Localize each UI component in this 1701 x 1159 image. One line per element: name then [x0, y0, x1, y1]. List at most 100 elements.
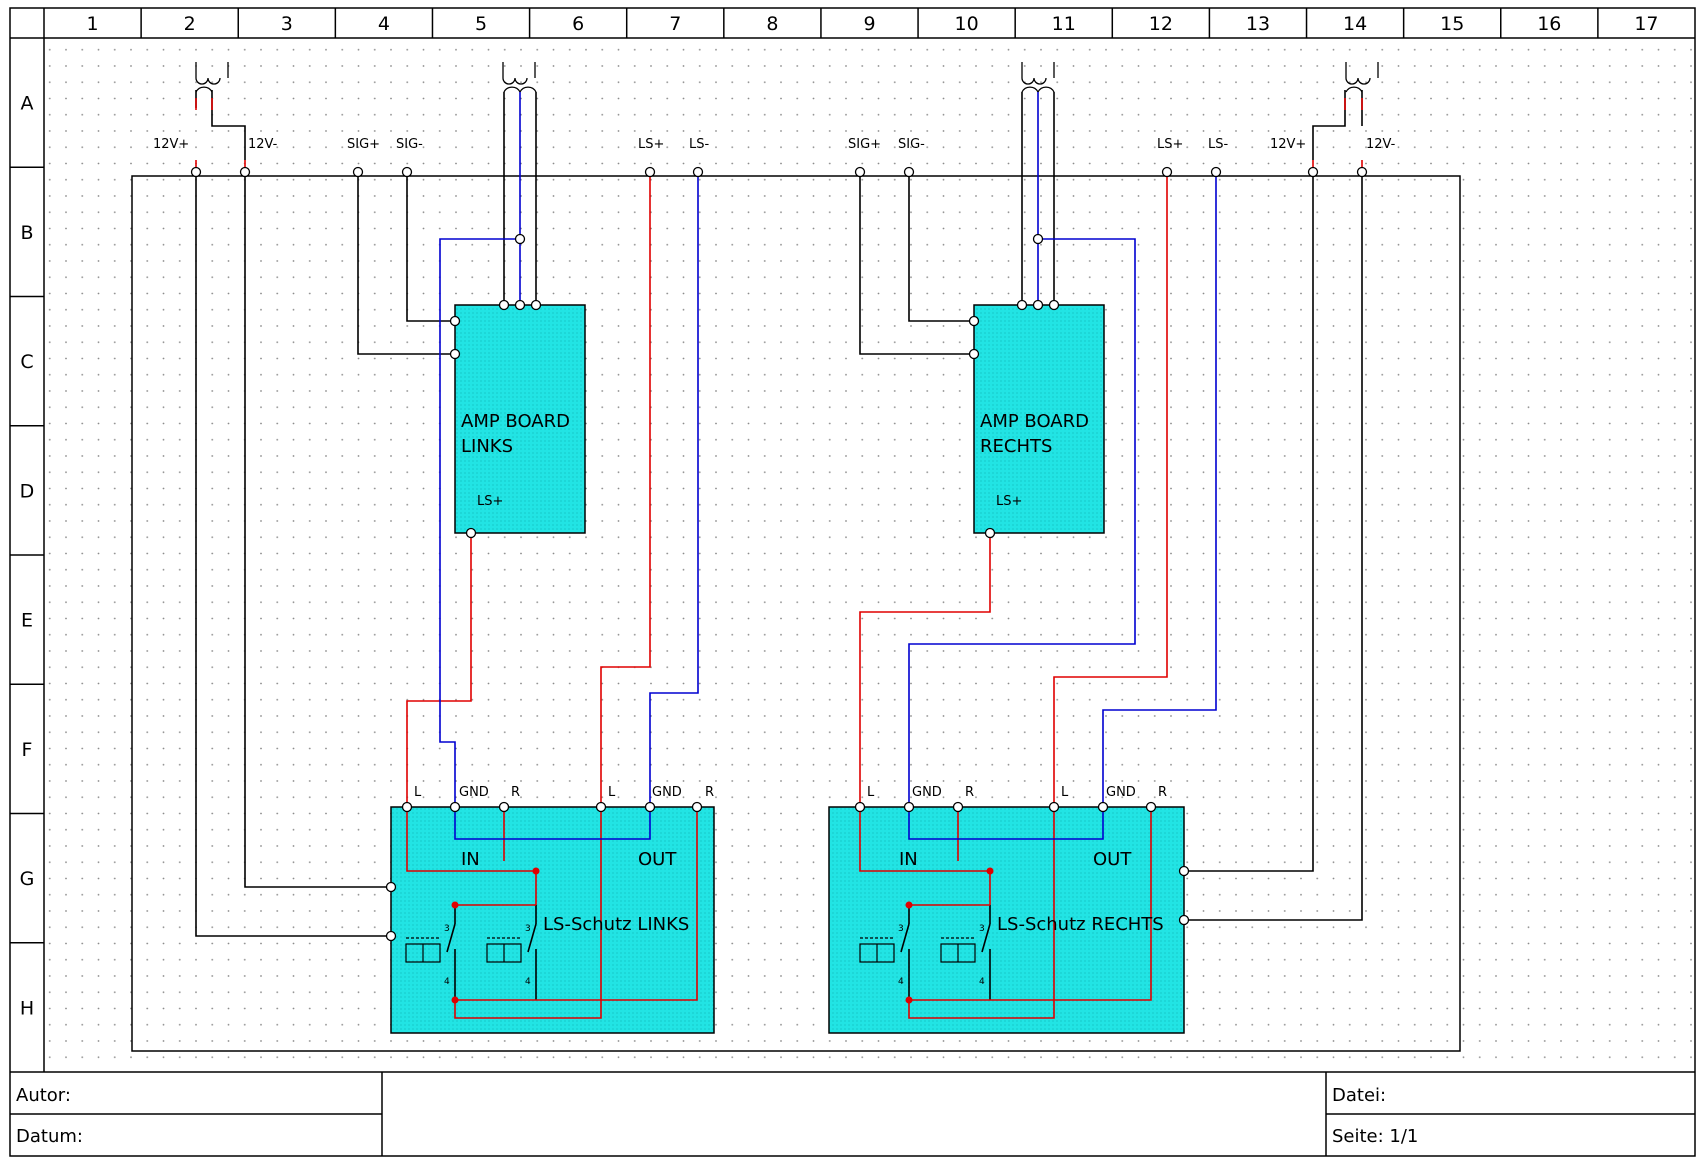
- protect-left-contact-3a: 3: [444, 924, 450, 934]
- terminal-point: [1048, 801, 1060, 813]
- terminal-point: [401, 166, 413, 178]
- terminal-point: [903, 166, 915, 178]
- terminal-point: [595, 801, 607, 813]
- column-label: 6: [572, 13, 584, 35]
- column-label: 17: [1634, 13, 1658, 35]
- row-label: D: [20, 480, 35, 502]
- terminal-point: [1178, 914, 1190, 926]
- solder-dot: [451, 996, 459, 1004]
- column-label: 12: [1149, 13, 1173, 35]
- terminal-point: [952, 801, 964, 813]
- terminal-sig-plus-right: SIG+: [848, 137, 881, 152]
- column-label: 11: [1052, 13, 1076, 35]
- terminal-12v-minus-right: 12V-: [1366, 137, 1396, 152]
- column-label: 13: [1246, 13, 1270, 35]
- terminal-ls-plus-left: LS+: [638, 137, 664, 152]
- terminal-ls-minus-right: LS-: [1208, 137, 1228, 152]
- row-label: H: [20, 997, 34, 1019]
- page-label: Seite: 1/1: [1332, 1126, 1418, 1147]
- terminal-ls-plus-right: LS+: [1157, 137, 1183, 152]
- protect-right-pin-l-in: L: [867, 785, 875, 800]
- protect-right-name: LS-Schutz RECHTS: [997, 914, 1164, 935]
- relay-coil-icon: [405, 937, 976, 963]
- speaker-protection-left: [390, 806, 715, 1034]
- protect-right-out-label: OUT: [1093, 849, 1132, 870]
- terminal-point: [854, 801, 866, 813]
- transformer-coil-icon: [195, 62, 1379, 94]
- terminal-point: [385, 930, 397, 942]
- terminal-point: [498, 299, 510, 311]
- terminal-12v-plus-left: 12V+: [153, 137, 189, 152]
- terminal-point: [692, 166, 704, 178]
- terminal-sig-minus-left: SIG-: [396, 137, 423, 152]
- solder-dot: [986, 867, 994, 875]
- protect-right-contact-3b: 3: [979, 924, 985, 934]
- protect-left-pin-l-in: L: [414, 785, 422, 800]
- terminal-point: [903, 801, 915, 813]
- terminal-12v-minus-left: 12V-: [248, 137, 278, 152]
- terminal-point: [514, 233, 526, 245]
- terminal-point: [401, 801, 413, 813]
- protect-right-pin-gnd-in: GND: [912, 785, 942, 800]
- row-label: B: [20, 222, 33, 244]
- terminal-point: [190, 166, 202, 178]
- protect-right-pin-r-out: R: [1158, 785, 1167, 800]
- solder-dot: [451, 901, 459, 909]
- terminal-point: [1161, 166, 1173, 178]
- terminal-point: [1178, 865, 1190, 877]
- terminal-sig-minus-right: SIG-: [898, 137, 925, 152]
- row-label: G: [20, 868, 35, 890]
- author-label: Autor:: [16, 1085, 71, 1106]
- column-label: 15: [1440, 13, 1464, 35]
- column-label: 4: [378, 13, 390, 35]
- row-label: F: [22, 739, 33, 761]
- protect-right-in-label: IN: [899, 849, 918, 870]
- terminal-point: [968, 348, 980, 360]
- drawing-frame: [9, 7, 1696, 1157]
- amp-left-title: AMP BOARD: [461, 411, 570, 432]
- terminal-point: [530, 299, 542, 311]
- terminal-point: [1032, 299, 1044, 311]
- terminal-point: [449, 348, 461, 360]
- amp-board-right: [973, 304, 1105, 534]
- row-label: C: [20, 351, 33, 373]
- amp-right-pin-ls-plus: LS+: [996, 494, 1022, 509]
- terminal-12v-plus-right: 12V+: [1270, 137, 1306, 152]
- protect-left-pin-gnd-in: GND: [459, 785, 489, 800]
- protect-left-pin-r-out: R: [705, 785, 714, 800]
- protect-right-pin-r-in: R: [965, 785, 974, 800]
- protect-left-in-label: IN: [461, 849, 480, 870]
- file-label: Datei:: [1332, 1085, 1386, 1106]
- terminal-point: [1145, 801, 1157, 813]
- protect-left-contact-3b: 3: [525, 924, 531, 934]
- terminal-point: [465, 527, 477, 539]
- terminal-point: [1048, 299, 1060, 311]
- amp-left-subtitle: LINKS: [461, 436, 513, 457]
- terminal-point: [854, 166, 866, 178]
- wires-blue: [439, 92, 1217, 840]
- terminal-point: [1356, 166, 1368, 178]
- column-label: 16: [1537, 13, 1561, 35]
- enclosure-outline: [131, 175, 1461, 1052]
- column-label: 2: [184, 13, 196, 35]
- column-label: 9: [863, 13, 875, 35]
- column-label: 1: [87, 13, 99, 35]
- protect-right-contact-3a: 3: [898, 924, 904, 934]
- terminal-point: [1307, 166, 1319, 178]
- column-label: 7: [669, 13, 681, 35]
- amp-left-pin-ls-plus: LS+: [477, 494, 503, 509]
- protect-left-contact-4b: 4: [525, 977, 531, 987]
- column-label: 3: [281, 13, 293, 35]
- speaker-protection-right: [828, 806, 1185, 1034]
- terminal-point: [691, 801, 703, 813]
- junction-points: [190, 166, 1368, 942]
- protect-right-contact-4a: 4: [898, 977, 904, 987]
- protect-left-pin-l-out: L: [608, 785, 616, 800]
- terminal-point: [498, 801, 510, 813]
- wires-red: [195, 98, 1363, 1019]
- solder-dot: [532, 867, 540, 875]
- protect-right-pin-gnd-out: GND: [1106, 785, 1136, 800]
- terminal-point: [449, 801, 461, 813]
- terminal-ls-minus-left: LS-: [689, 137, 709, 152]
